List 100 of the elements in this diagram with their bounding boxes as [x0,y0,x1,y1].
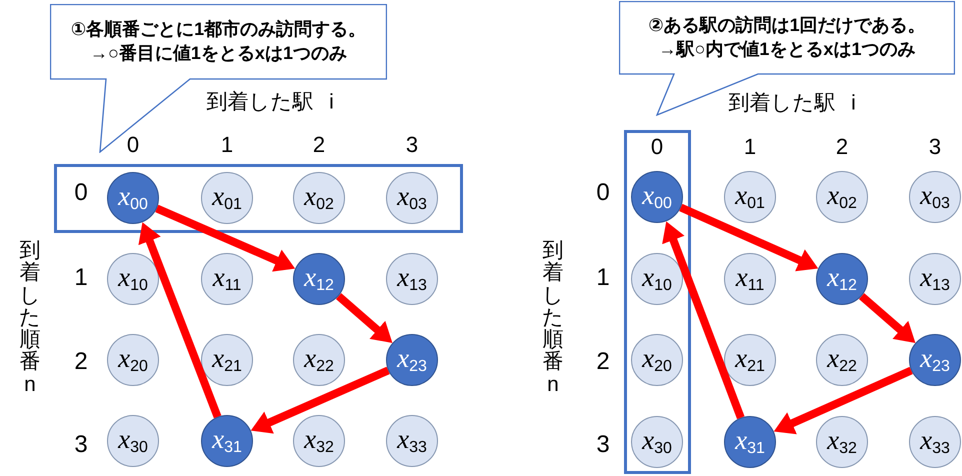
callout-text: →○番目に値1をとるxは1つのみ [90,42,347,64]
variable-label: x$_{22}$ [304,345,334,375]
variable-circle [386,172,438,224]
axis-title: 到着した順番 n [18,240,42,396]
variable-label: x$_{32}$ [827,427,857,457]
variable-label: x$_{01}$ [735,182,765,212]
variable-label: x$_{22}$ [827,345,857,375]
variable-circle [293,253,345,305]
variable-label: x$_{30}$ [642,427,672,457]
variable-label: x$_{10}$ [118,264,148,294]
variable-label: x$_{32}$ [304,426,334,456]
variable-circle [201,334,253,386]
column-number: 3 [406,134,418,156]
variable-circle [201,415,253,467]
variable-circle [724,416,776,468]
variable-circle [107,415,159,467]
variable-label: x$_{13}$ [920,264,950,294]
variable-label: x$_{31}$ [735,427,765,457]
row-number: 0 [74,181,88,205]
variable-circle [816,334,868,386]
row-number: 1 [74,266,88,290]
column-number: 3 [928,136,942,158]
variable-label: x$_{31}$ [212,426,242,456]
column-number: 1 [744,136,756,158]
arrow [662,221,745,420]
highlight-frame [624,130,691,474]
variable-label: x$_{20}$ [118,345,148,375]
variable-label: x$_{11}$ [212,264,242,294]
variable-label: x$_{10}$ [642,264,672,294]
variable-label: x$_{23}$ [397,345,427,375]
variable-circle [631,253,683,305]
variable-label: x$_{30}$ [118,426,148,456]
variable-label: x$_{33}$ [920,427,950,457]
variable-label: x$_{21}$ [735,345,765,375]
row-number: 1 [596,266,610,290]
variable-circle [724,171,776,223]
callout-text: ②ある駅の訪問は1回だけである。 [648,14,926,38]
column-number: 2 [836,136,848,158]
variable-circle [724,334,776,386]
variable-circle [909,171,961,223]
variable-circle [909,334,961,386]
callout-text: →駅○内で値1をとるxは1つのみ [658,38,916,60]
variable-circle [386,253,438,305]
variable-circle [631,171,683,223]
variable-label: x$_{21}$ [212,345,242,375]
column-number: 0 [650,136,664,158]
variable-label: x$_{02}$ [304,183,334,213]
variable-circle [909,416,961,468]
variable-circle [107,253,159,305]
row-number: 2 [74,350,88,374]
axis-title: 到着した駅 i [206,92,334,112]
variable-label: x$_{12}$ [827,264,857,294]
variable-circle [386,415,438,467]
column-number: 1 [220,134,234,156]
variable-label: x$_{11}$ [736,264,764,294]
variable-circle [107,172,159,224]
variable-circle [816,416,868,468]
arrow [250,366,390,434]
variable-circle [107,334,159,386]
row-number: 3 [74,433,88,457]
variable-label: x$_{00}$ [642,182,672,212]
variable-label: x$_{01}$ [212,183,242,213]
callout-text: ①各順番ごとに1都市のみ訪問する。 [70,18,366,42]
variable-circle [631,334,683,386]
arrow [858,293,916,343]
variable-circle [293,334,345,386]
variable-circle [201,172,253,224]
arrow [679,204,818,272]
row-number: 3 [596,433,610,457]
row-number: 2 [596,350,610,374]
highlight-frame [54,164,463,233]
speech-bubble [50,4,387,153]
variable-circle [816,253,868,305]
variable-label: x$_{00}$ [118,183,148,213]
axis-title: 到着した駅 i [728,92,856,114]
variable-label: x$_{03}$ [397,183,427,213]
variable-label: x$_{13}$ [397,264,427,294]
arrow [155,204,296,272]
variable-circle [201,253,253,305]
variable-label: x$_{20}$ [642,345,672,375]
variable-label: x$_{02}$ [827,182,857,212]
variable-circle [724,253,776,305]
speech-bubble [619,1,955,116]
arrow [138,222,222,418]
variable-circle [386,334,438,386]
axis-title: 到着した順番 n [541,240,565,396]
variable-label: x$_{12}$ [304,264,334,294]
variable-circle [909,253,961,305]
variable-circle [293,415,345,467]
column-number: 2 [312,134,326,156]
variable-circle [631,416,683,468]
variable-label: x$_{03}$ [920,182,950,212]
arrow [336,293,392,343]
variable-label: x$_{23}$ [920,345,950,375]
column-number: 0 [126,134,140,156]
variable-circle [293,172,345,224]
arrow [774,366,913,434]
variable-label: x$_{33}$ [397,426,427,456]
variable-circle [816,171,868,223]
row-number: 0 [596,181,610,205]
